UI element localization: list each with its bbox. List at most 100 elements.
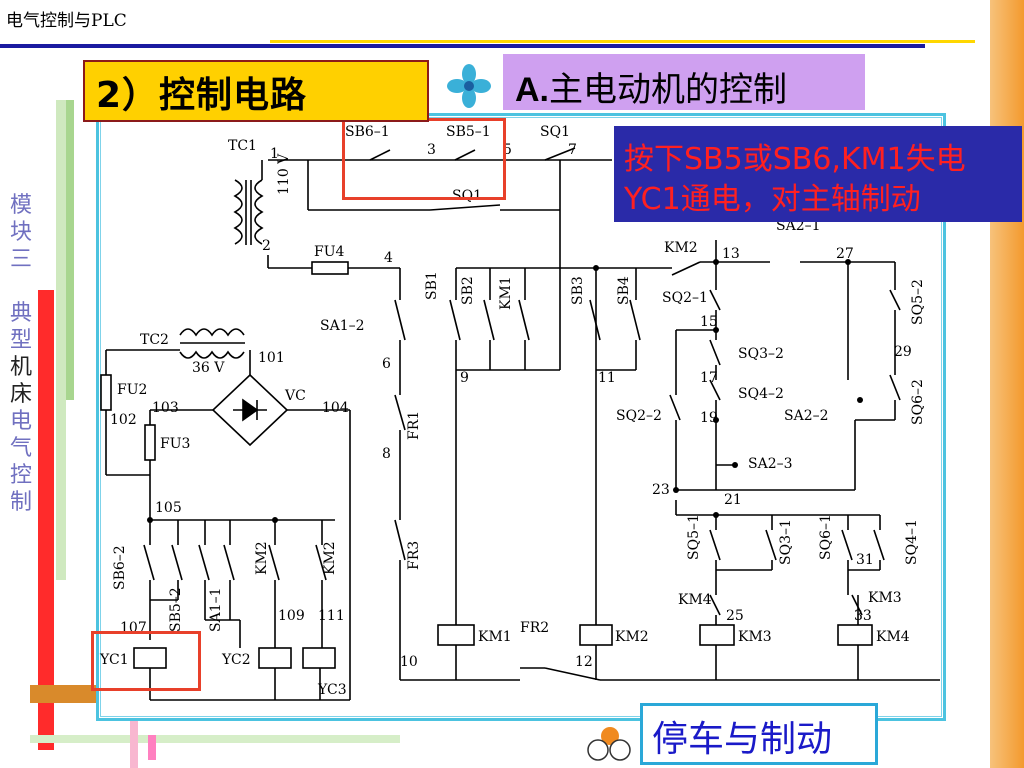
- label-n13: 13: [722, 246, 740, 262]
- label-fr3: FR3: [406, 541, 422, 570]
- label-sq1b: SQ1: [452, 188, 482, 204]
- left-decor-bar: [56, 100, 66, 580]
- label-sq1a: SQ1: [540, 124, 570, 140]
- circuit-junctions: [147, 259, 863, 523]
- label-sq3-1: SQ3–1: [778, 519, 794, 565]
- label-n101: 101: [258, 350, 285, 366]
- note-line-2: YC1通电，对主轴制动: [624, 182, 921, 217]
- side-char: 块: [10, 220, 33, 245]
- label-sa2-1: SA2–1: [776, 218, 821, 234]
- left-decor-bar: [66, 100, 74, 400]
- label-sb5-1: SB5–1: [446, 124, 491, 140]
- label-km1: KM1: [478, 629, 512, 645]
- label-km3c: KM3: [868, 590, 902, 606]
- side-char: 三: [10, 247, 33, 272]
- side-char: 典: [10, 301, 33, 326]
- label-n104: 104: [322, 400, 349, 416]
- label-sb4: SB4: [616, 276, 632, 305]
- label-n6: 6: [382, 356, 391, 372]
- side-char: 电: [10, 409, 33, 434]
- label-n21: 21: [724, 492, 742, 508]
- highlight-yc1: [91, 631, 201, 691]
- label-fu2: FU2: [117, 382, 147, 398]
- label-sb3: SB3: [570, 276, 586, 305]
- label-n33: 33: [854, 608, 872, 624]
- label-36v: 36 V: [192, 360, 225, 376]
- subtitle: A.主电动机的控制: [515, 62, 787, 111]
- label-yc2: YC2: [221, 652, 251, 668]
- label-n31: 31: [856, 552, 874, 568]
- label-sq4-2: SQ4–2: [738, 386, 784, 402]
- bottom-decor-bar: [148, 735, 156, 760]
- label-sb6-2: SB6–2: [112, 545, 128, 590]
- label-sq5-2: SQ5–2: [910, 279, 926, 325]
- side-char: 控: [10, 463, 33, 488]
- label-n3: 3: [427, 142, 436, 158]
- side-char: 型: [10, 328, 33, 353]
- left-decor-bar: [30, 685, 100, 703]
- label-km4c: KM4: [678, 592, 712, 608]
- label-sq6-1: SQ6–1: [818, 514, 834, 560]
- label-n109: 109: [278, 608, 305, 624]
- label-n19: 19: [700, 410, 718, 426]
- label-fr1: FR1: [406, 411, 422, 440]
- side-char: 床: [10, 382, 33, 407]
- label-n11: 11: [598, 370, 616, 386]
- label-km3: KM3: [738, 629, 772, 645]
- label-fr2: FR2: [520, 620, 549, 636]
- subtitle-prefix: A.: [515, 71, 549, 109]
- label-n7: 7: [568, 142, 577, 158]
- label-n4: 4: [384, 250, 393, 266]
- label-n103: 103: [152, 400, 179, 416]
- header-rule: [270, 40, 975, 43]
- coils: [133, 624, 873, 669]
- label-tc1: TC1: [228, 138, 257, 154]
- label-n1: 1: [270, 146, 279, 162]
- label-n10: 10: [400, 654, 418, 670]
- label-sq3-2: SQ3–2: [738, 346, 784, 362]
- section-title-box: [83, 60, 429, 122]
- label-n9: 9: [460, 370, 469, 386]
- label-tc2: TC2: [140, 332, 169, 348]
- label-sb5-2: SB5–2: [168, 587, 184, 632]
- label-sb6-1: SB6–1: [345, 124, 390, 140]
- label-n2: 2: [262, 238, 271, 254]
- label-n29: 29: [894, 344, 912, 360]
- side-char: 模: [10, 193, 33, 218]
- side-char: 机: [10, 355, 33, 380]
- label-n105: 105: [155, 500, 182, 516]
- label-yc1: YC1: [99, 652, 129, 668]
- label-n111: 111: [318, 608, 345, 624]
- label-sb2: SB2: [460, 276, 476, 305]
- label-n102: 102: [110, 412, 137, 428]
- label-km2a: KM2: [254, 541, 270, 575]
- label-n25: 25: [726, 608, 744, 624]
- label-fu3: FU3: [160, 436, 190, 452]
- label-sq6-2: SQ6–2: [910, 379, 926, 425]
- stop-and-brake-button[interactable]: [640, 703, 878, 765]
- label-n8: 8: [382, 446, 391, 462]
- label-km2: KM2: [615, 629, 649, 645]
- circuit-labels: TC1 1 2 110 V FU4 4 SB6–1 3 SB5–1 5 SQ1 …: [99, 124, 926, 698]
- label-km4: KM4: [876, 629, 910, 645]
- highlight-sb-contacts: [342, 118, 506, 200]
- bottom-decor-bar: [30, 735, 400, 743]
- label-sb1: SB1: [424, 271, 440, 300]
- label-fu4: FU4: [314, 244, 345, 260]
- label-sa2-2: SA2–2: [784, 408, 829, 424]
- subtitle-text: 主电动机的控制: [549, 70, 787, 110]
- label-n12: 12: [575, 654, 593, 670]
- label-sq2-1: SQ2–1: [662, 290, 708, 306]
- side-vertical-label: 模 块 三 典 型 机 床 电 气 控 制: [10, 192, 32, 516]
- label-n17: 17: [700, 370, 718, 386]
- label-110v: 110 V: [276, 153, 292, 195]
- page-header-title: 电气控制与PLC: [6, 11, 127, 31]
- label-n15: 15: [700, 314, 718, 330]
- bottom-decor-bar: [130, 720, 138, 768]
- people-icon[interactable]: [584, 724, 636, 764]
- label-sa2-3: SA2–3: [748, 456, 793, 472]
- label-km2t: KM2: [664, 240, 698, 256]
- label-sq5-1: SQ5–1: [686, 514, 702, 560]
- label-n27: 27: [836, 246, 854, 262]
